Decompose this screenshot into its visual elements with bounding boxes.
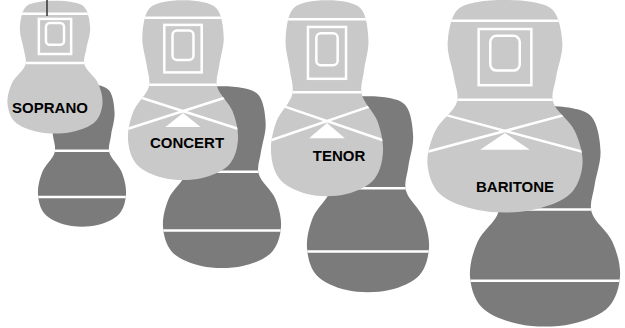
size-label: TENOR — [313, 148, 366, 163]
brace-line — [215, 91, 439, 94]
brace-line — [73, 17, 293, 20]
bridge-plate — [309, 123, 345, 138]
brace-line — [215, 18, 439, 21]
bridge-plate — [165, 113, 200, 127]
ukulele-body — [215, 0, 439, 196]
ukulele-shadow — [395, 106, 625, 327]
x-brace — [428, 110, 583, 152]
soundhole-frame — [164, 25, 201, 73]
x-brace — [128, 94, 238, 129]
x-brace — [128, 94, 238, 129]
x-brace — [428, 110, 583, 152]
bridge-plate — [480, 133, 530, 150]
body-outline — [427, 0, 582, 212]
soundhole-frame — [308, 27, 346, 79]
body-outline — [7, 1, 102, 134]
body-outline — [128, 0, 238, 180]
ukulele-body — [73, 0, 293, 180]
brace-line — [350, 99, 625, 102]
ukulele-body — [350, 0, 625, 212]
shadow-line — [395, 280, 625, 283]
brace-line — [73, 83, 293, 86]
size-label: SOPRANO — [12, 100, 88, 115]
brace-line — [0, 62, 150, 65]
soundhole — [46, 23, 64, 45]
x-brace — [271, 102, 383, 140]
shadow-line — [246, 250, 490, 253]
brace-line — [0, 12, 150, 15]
size-label: BARITONE — [476, 179, 554, 194]
soundhole — [173, 31, 194, 60]
leader-line — [46, 0, 48, 16]
soundhole-frame — [39, 19, 71, 54]
soundhole — [490, 36, 520, 71]
x-brace — [271, 102, 383, 140]
size-label: CONCERT — [150, 135, 224, 150]
soundhole — [316, 33, 337, 65]
brace-line — [350, 19, 625, 22]
ukulele-body — [0, 1, 150, 134]
body-outline — [271, 0, 383, 196]
shadow-line — [104, 229, 340, 232]
soundhole-frame — [479, 29, 532, 85]
shadow-line — [0, 196, 170, 199]
